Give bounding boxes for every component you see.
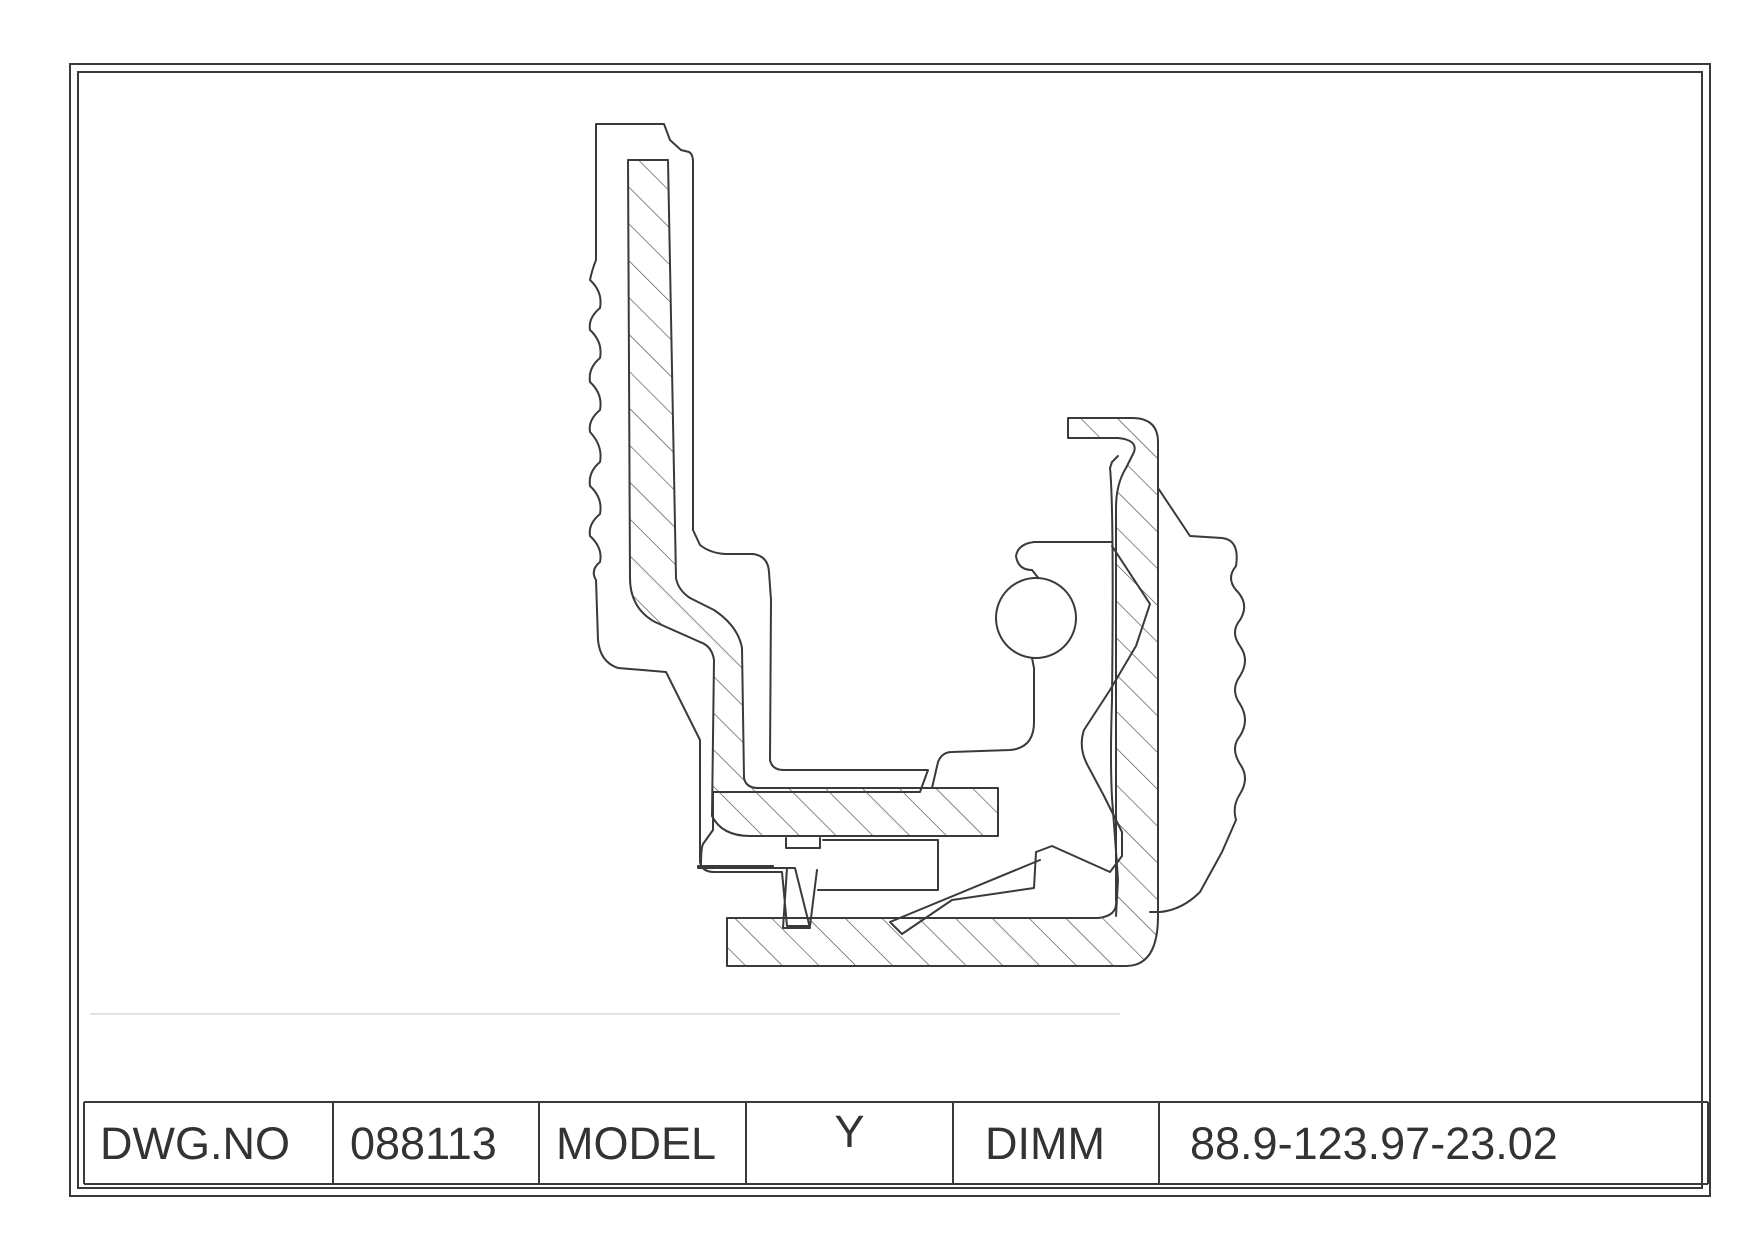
rubber-inner-lip [931, 541, 1113, 789]
dimension-value: 88.9-123.97-23.02 [1190, 1104, 1700, 1184]
model-value: Y [746, 1092, 953, 1172]
title-block-grid [83, 1101, 1709, 1185]
drawing-frame [69, 63, 1711, 1197]
metal-case-right [726, 417, 1159, 967]
dimension-value-text: 88.9-123.97-23.02 [1190, 1118, 1558, 1169]
rubber-dust-lip [785, 837, 821, 849]
dimension-label: DIMM [985, 1104, 1155, 1184]
frame-outer [69, 63, 1711, 1197]
rubber-body-outline-left [588, 123, 929, 929]
rubber-lip-hinge [889, 545, 1151, 935]
drawing-number-label: DWG.NO [100, 1104, 330, 1184]
spring-cavity-outline [1109, 455, 1119, 917]
drawing-number-value-text: 088113 [350, 1118, 497, 1169]
metal-insert-left [627, 159, 999, 837]
model-value-text: Y [834, 1106, 865, 1157]
seal-cross-section [588, 123, 1246, 967]
frame-inner [77, 71, 1703, 1189]
rubber-body-outline-right [1149, 487, 1246, 913]
garter-spring [995, 577, 1077, 659]
drawing-number-label-text: DWG.NO [100, 1118, 290, 1169]
model-label-text: MODEL [556, 1118, 717, 1169]
dimension-label-text: DIMM [985, 1118, 1105, 1169]
model-label: MODEL [556, 1104, 736, 1184]
lip-block [817, 839, 939, 891]
drawing-number-value: 088113 [350, 1104, 530, 1184]
